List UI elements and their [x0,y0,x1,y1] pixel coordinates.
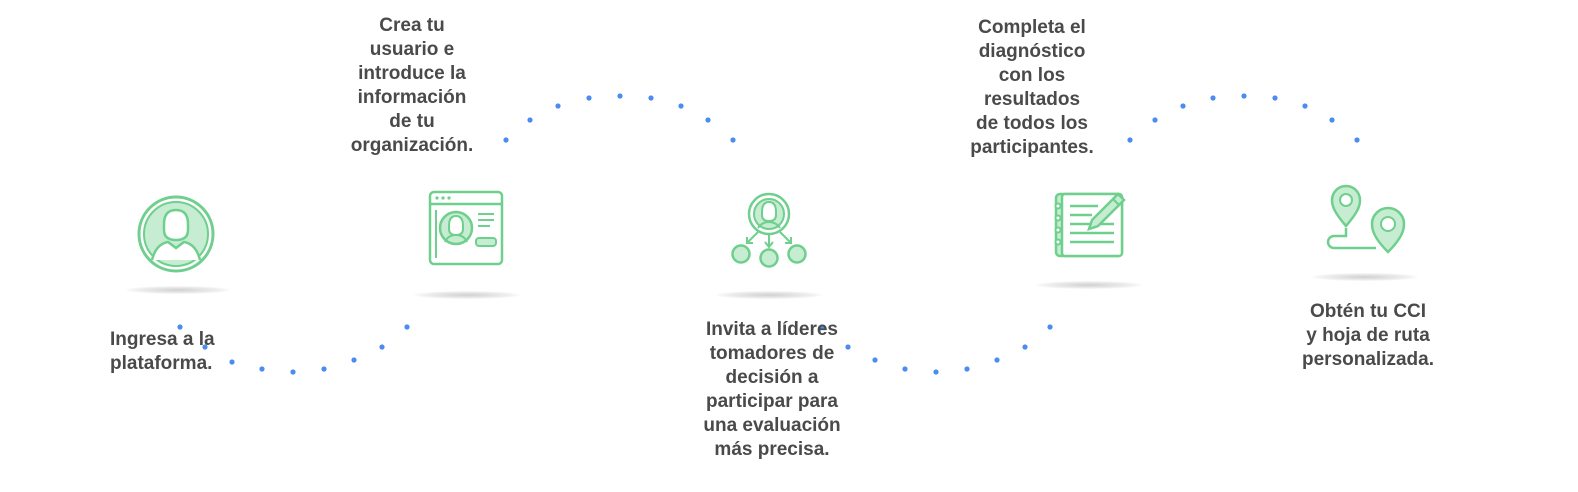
step-3-shadow [716,291,822,299]
path-dot [1022,344,1028,350]
step-5-line: personalizada. [1302,349,1434,370]
path-dot [617,93,623,99]
path-dot [1127,137,1133,143]
path-dot [845,344,851,350]
path-dot [503,137,509,143]
path-dot [705,117,711,123]
path-dot [259,366,265,372]
step-4-line: diagnóstico [978,41,1086,62]
invite-network-icon [731,192,807,268]
path-dot [994,357,1000,363]
path-dot [902,366,908,372]
step-2-text: Crea tu usuario e introduce la informaci… [312,14,512,158]
path-dot [819,324,825,330]
step-2-line: usuario e [369,39,455,60]
path-dot [229,359,235,365]
path-dot [872,357,878,363]
path-dot [1047,324,1053,330]
step-4-shadow [1036,281,1142,289]
step-1-icon [136,194,216,274]
step-3-icon [728,190,810,270]
path-dot [586,95,592,101]
path-dot [648,95,654,101]
step-2-shadow [414,291,520,299]
step-4-line: Completa el [978,17,1086,38]
path-dot [1272,95,1278,101]
path-dot [177,324,183,330]
path-dot [351,357,357,363]
path-dot [527,117,533,123]
notebook-pencil-icon [1054,192,1126,258]
path-dot [555,103,561,109]
step-4-icon [1052,186,1128,260]
step-2-line: Crea tu [379,15,445,36]
step-3-line: más precisa. [714,439,830,460]
path-dot [1302,103,1308,109]
path-dot [321,366,327,372]
step-2-line: organización. [350,135,474,156]
path-dot [730,137,736,143]
path-dot [933,369,939,375]
step-5-icon [1326,184,1408,258]
step-3-line: decisión a [725,367,819,388]
step-5-line: Obtén tu CCI [1309,301,1427,322]
step-4-text: Completa el diagnóstico con los resultad… [922,16,1142,160]
step-2-line: información [357,87,467,108]
path-dot [1180,103,1186,109]
path-dot [964,366,970,372]
step-4-line: participantes. [970,137,1094,158]
step-5-text: Obtén tu CCI y hoja de ruta personalizad… [1268,300,1468,372]
user-icon [137,195,215,273]
step-4-line: de todos los [976,113,1088,134]
step-3-line: participar para [706,391,838,412]
path-dot [1152,117,1158,123]
step-4-line: resultados [983,89,1081,110]
path-dot [678,103,684,109]
step-1-line: Ingresa a la [110,329,215,350]
path-dot [1210,95,1216,101]
path-dot [404,324,410,330]
step-1-text: Ingresa a la plataforma. [110,328,215,376]
step-3-line: tomadores de [709,343,835,364]
step-3-text: Invita a líderes tomadores de decisión a… [662,318,882,462]
step-5-line: y hoja de ruta [1306,325,1430,346]
step-4-line: con los [998,65,1066,86]
route-pins-icon [1326,184,1406,254]
path-dot [1354,137,1360,143]
step-1-shadow [126,286,230,294]
path-dot [1329,117,1335,123]
profile-window-icon [428,190,504,266]
step-3-line: Invita a líderes [705,319,838,340]
path-dot [1241,93,1247,99]
step-2-line: introduce la [358,63,466,84]
step-5-shadow [1312,273,1418,281]
step-2-icon [428,190,504,266]
step-3-line: una evaluación [703,415,841,436]
path-dot [290,369,296,375]
step-1-line: plataforma. [110,353,213,374]
path-dot [379,344,385,350]
step-2-line: de tu [389,111,435,132]
path-dot [202,344,208,350]
